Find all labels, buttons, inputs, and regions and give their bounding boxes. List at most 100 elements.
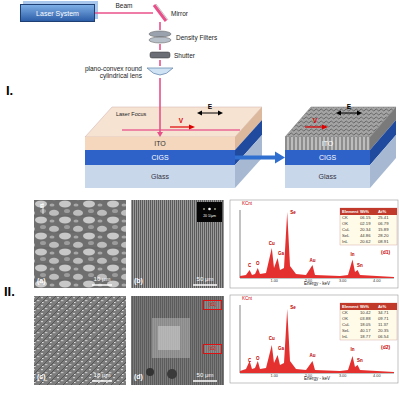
text-label: Cu — [269, 242, 275, 247]
text-label: Wt% — [360, 210, 369, 214]
text-label: Element — [342, 305, 358, 309]
defect — [167, 369, 177, 379]
arrow-head — [336, 111, 341, 116]
text-label: InL — [342, 240, 348, 244]
text-label: V — [313, 118, 317, 125]
text-label: Ga — [278, 252, 284, 257]
arrow-head — [322, 125, 328, 130]
laser-beam — [95, 13, 153, 14]
text-label: 4.00 — [373, 280, 380, 284]
text-label: Sn — [357, 359, 363, 364]
text-label: 44.86 — [360, 234, 370, 238]
sem-image — [131, 200, 224, 288]
shutter-shape — [150, 50, 170, 60]
node-label: CIGS — [151, 154, 168, 161]
sem-texture — [131, 296, 224, 385]
node-label: Glass — [151, 173, 169, 180]
fft-spot — [203, 208, 205, 210]
text-label: 34.71 — [378, 311, 388, 315]
text-label: SeL — [342, 329, 349, 333]
text-label: 15.89 — [378, 228, 388, 232]
laser-box: Laser System — [20, 4, 95, 22]
node-label: Mirror — [171, 10, 188, 17]
fft-inset — [197, 202, 222, 222]
text-label: InL — [342, 335, 348, 339]
text-label: 20 1/μm — [203, 215, 216, 219]
text-label: KCnt — [242, 297, 252, 302]
text-label: 10 μm — [94, 372, 111, 378]
text-label: E — [40, 203, 44, 209]
text-label: O — [256, 357, 260, 362]
layer-band: Glass — [85, 165, 235, 188]
laser-beam — [160, 60, 161, 66]
connector-line — [159, 44, 161, 50]
axis — [240, 210, 241, 278]
node-label: Density Filters — [176, 34, 217, 41]
block-side — [370, 135, 396, 188]
text-label: OK — [342, 222, 348, 226]
text-label: E — [208, 104, 212, 111]
text-label: 10.42 — [360, 311, 370, 315]
connector-line — [159, 78, 161, 133]
scale-bar — [92, 284, 112, 286]
node-label: Shutter — [174, 52, 195, 59]
axis — [240, 305, 241, 373]
text-label: 20.34 — [360, 228, 370, 232]
text-label: 25.41 — [378, 216, 388, 220]
node-label: plano-convex round cylindrical lens — [60, 65, 142, 80]
text-label: In — [351, 253, 355, 258]
scale-bar — [92, 380, 112, 382]
text-label: Sn — [357, 264, 363, 269]
ablated-region — [152, 318, 190, 358]
ablated-region — [158, 326, 180, 350]
node-label: Glass — [319, 173, 337, 180]
node-label: ITO — [154, 140, 166, 147]
laser-focus-line — [122, 129, 240, 130]
text-label: (b) — [134, 277, 143, 284]
text-label: C — [248, 359, 251, 364]
text-label: (c) — [37, 373, 46, 380]
text-label: CK — [342, 216, 348, 220]
node-label: CIGS — [319, 154, 336, 161]
spectrum-frame — [230, 295, 398, 383]
text-label: CuL — [342, 228, 350, 232]
laser-beam — [157, 78, 163, 137]
text-label: SeL — [342, 234, 349, 238]
text-label: At% — [378, 305, 386, 309]
table-frame — [340, 303, 397, 340]
text-label: 50 μm — [197, 276, 214, 282]
laser-beam — [160, 44, 161, 50]
velocity-arrow — [170, 126, 192, 127]
text-label: 06.15 — [360, 216, 370, 220]
text-label: Element — [342, 210, 358, 214]
text-label: 4.00 — [373, 375, 380, 379]
text-label: 10 μm — [94, 276, 111, 282]
sem-image — [34, 200, 126, 288]
node-label: (d2) — [208, 347, 216, 352]
text-label: 40.17 — [360, 329, 370, 333]
text-label: O — [256, 262, 260, 267]
connector-line — [159, 22, 161, 30]
text-label: OK — [342, 317, 348, 321]
text-label: CK — [342, 311, 348, 315]
text-label: (d) — [134, 373, 143, 380]
layer-band: CIGS — [285, 150, 370, 165]
text-label: E — [347, 104, 351, 111]
text-label: (d2) — [381, 345, 390, 350]
mirror-shape — [153, 4, 167, 22]
arrow-head — [357, 111, 362, 116]
node-label: ITO — [322, 140, 334, 147]
text-label: 2.00 — [305, 375, 312, 379]
text-label: 3.00 — [339, 375, 346, 379]
layer-band: Glass — [285, 165, 370, 188]
region-box: (d1) — [203, 300, 222, 310]
text-label: 03.88 — [360, 317, 370, 321]
text-label: Au — [310, 354, 316, 359]
scale-bar — [193, 380, 217, 382]
sem-image — [131, 296, 224, 385]
text-label: In — [351, 348, 355, 353]
text-label: 50 μm — [197, 372, 214, 378]
text-label: (a) — [37, 277, 46, 284]
text-label: Cu — [269, 337, 275, 342]
